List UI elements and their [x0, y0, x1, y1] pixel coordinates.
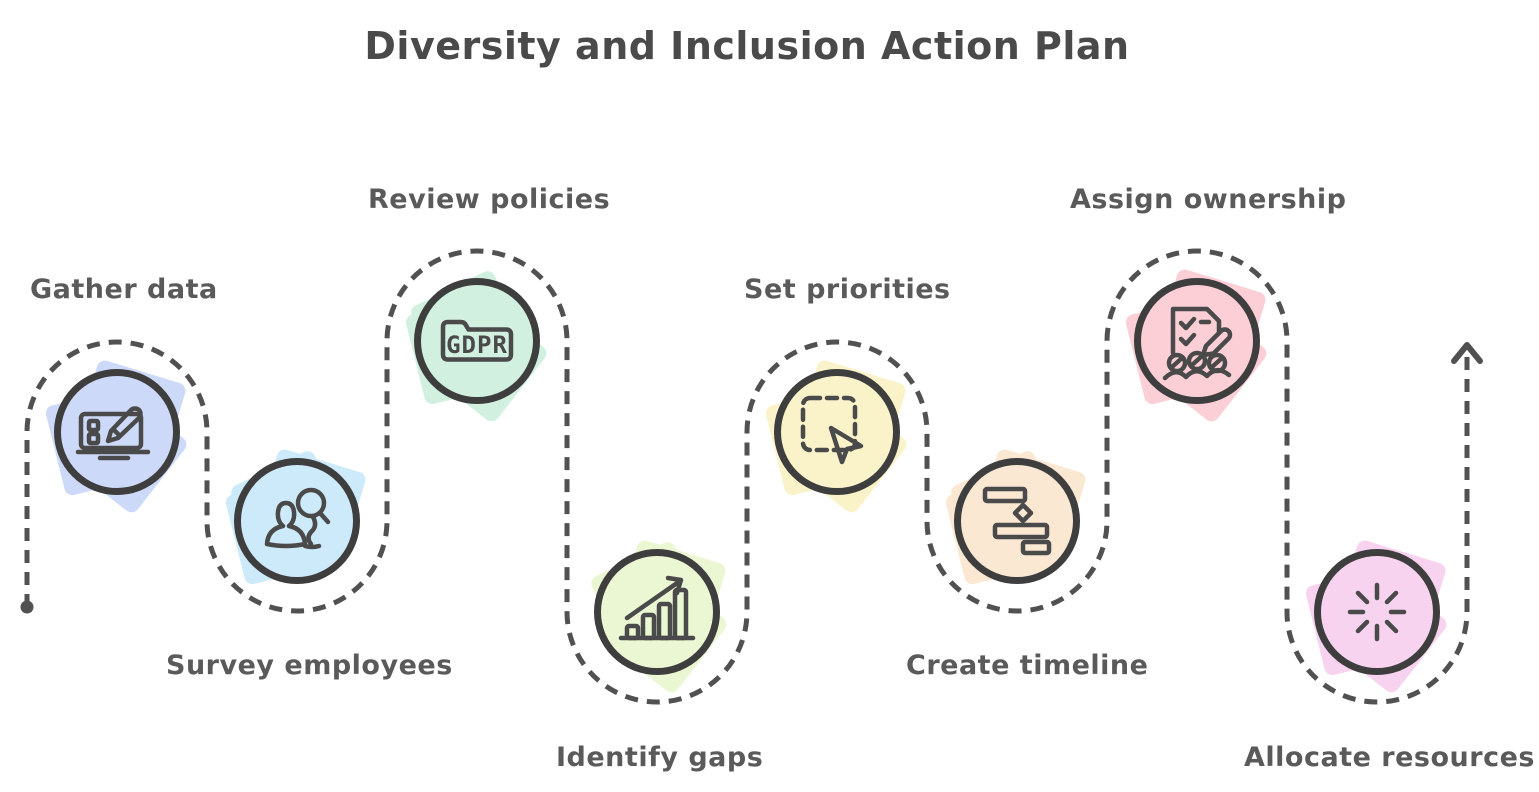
node-assign-ownership [1124, 267, 1270, 425]
node-review-policies: GDPR [404, 268, 550, 425]
diagram-title: Diversity and Inclusion Action Plan [364, 24, 1130, 68]
bar-chart-arrow-icon [618, 575, 696, 641]
node-label-review-policies: Review policies [368, 184, 611, 215]
node-label-assign-ownership: Assign ownership [1070, 184, 1347, 215]
node-survey-employees [224, 447, 368, 586]
checklist-people-icon [1162, 306, 1233, 381]
gdpr-folder-icon: GDPR [440, 319, 514, 362]
gdpr-label: GDPR [446, 331, 508, 359]
form-pencil-icon [75, 406, 151, 461]
person-search-icon [264, 487, 331, 550]
sunburst-icon [1347, 582, 1407, 642]
node-create-timeline [944, 447, 1088, 586]
node-set-priorities [764, 358, 910, 516]
gantt-chart-icon [982, 486, 1052, 556]
flow-start-dot [20, 600, 34, 614]
node-circle [54, 369, 180, 495]
node-label-create-timeline: Create timeline [906, 650, 1149, 681]
node-circle [414, 278, 540, 404]
node-circle [1134, 278, 1260, 404]
node-identify-gaps [588, 538, 730, 696]
node-label-set-priorities: Set priorities [744, 274, 951, 305]
node-allocate-resources [1304, 538, 1450, 696]
node-circle [234, 458, 360, 584]
node-gather-data [44, 358, 190, 516]
node-label-gather-data: Gather data [30, 274, 218, 305]
node-label-survey-employees: Survey employees [166, 650, 453, 681]
node-label-identify-gaps: Identify gaps [556, 742, 764, 773]
node-circle [1314, 549, 1440, 675]
select-cursor-icon [800, 395, 864, 465]
node-label-allocate-resources: Allocate resources [1244, 742, 1535, 773]
flow-end-arrow-icon [1451, 342, 1483, 364]
node-circle [954, 458, 1080, 584]
